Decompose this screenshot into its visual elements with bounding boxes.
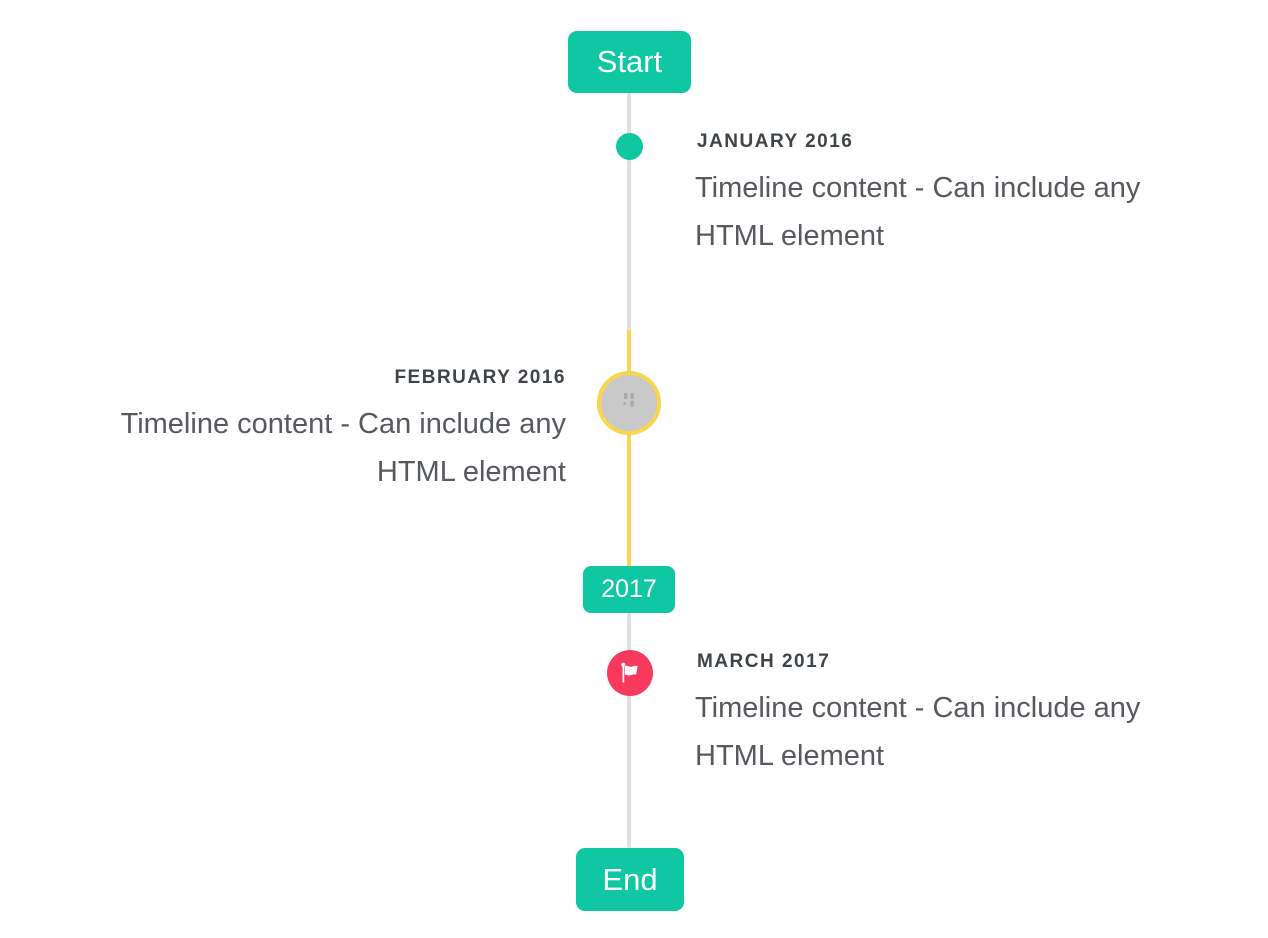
item-content-february: Timeline content - Can include any HTML … — [120, 408, 566, 488]
timeline-marker-march[interactable] — [607, 650, 653, 696]
item-title-march: MARCH 2017 — [697, 651, 831, 672]
timeline-track-highlight — [627, 330, 631, 566]
end-badge: End — [576, 848, 684, 911]
flag-icon — [620, 662, 638, 683]
end-badge-label: End — [602, 861, 658, 897]
year-badge-2017: 2017 — [583, 566, 675, 613]
item-content-march: Timeline content - Can include any HTML … — [695, 692, 1141, 772]
start-badge-label: Start — [596, 44, 663, 79]
item-content-january: Timeline content - Can include any HTML … — [695, 172, 1141, 252]
broken-image-icon — [623, 393, 634, 407]
timeline-marker-january[interactable] — [616, 133, 643, 160]
year-badge-label: 2017 — [601, 575, 657, 603]
start-badge: Start — [568, 31, 691, 93]
item-title-february: FEBRUARY 2016 — [394, 367, 566, 388]
item-title-january: JANUARY 2016 — [697, 131, 854, 152]
timeline-marker-february[interactable] — [597, 371, 661, 435]
